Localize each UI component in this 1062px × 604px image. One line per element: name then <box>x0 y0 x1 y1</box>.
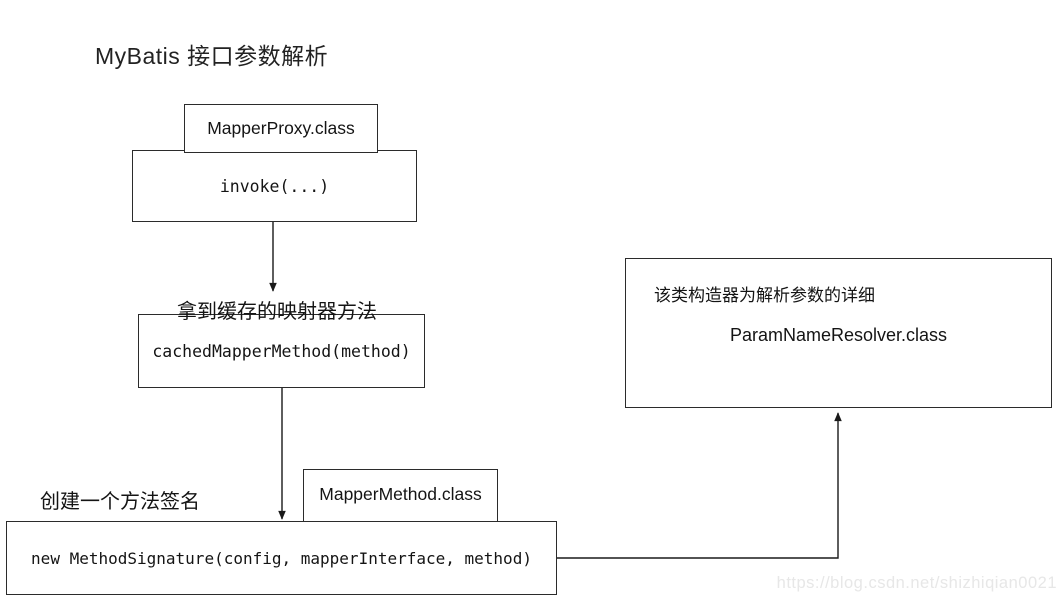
node-cached-mapper-method: cachedMapperMethod(method) <box>138 314 425 388</box>
node-method-signature: new MethodSignature(config, mapperInterf… <box>6 521 557 595</box>
node-cached-mapper-method-label: cachedMapperMethod(method) <box>152 341 411 361</box>
annotation-create-method-signature: 创建一个方法签名 <box>40 491 200 513</box>
node-mapper-method-label: MapperMethod.class <box>319 484 482 504</box>
annotation-cached-mapper-method: 拿到缓存的映射器方法 <box>177 301 377 323</box>
node-param-name-resolver: 该类构造器为解析参数的详细 ParamNameResolver.class <box>625 258 1052 408</box>
node-mapper-proxy: MapperProxy.class <box>184 104 378 153</box>
node-method-signature-label: new MethodSignature(config, mapperInterf… <box>31 548 532 568</box>
node-mapper-proxy-label: MapperProxy.class <box>207 118 355 138</box>
connector-method-signature-to-param-resolver <box>557 412 842 559</box>
watermark-url: https://blog.csdn.net/shizhiqian0021 <box>776 574 1057 592</box>
node-param-name-resolver-label: ParamNameResolver.class <box>729 325 948 345</box>
node-invoke: invoke(...) <box>132 150 417 222</box>
diagram-title: MyBatis 接口参数解析 <box>95 43 329 69</box>
node-param-name-resolver-note: 该类构造器为解析参数的详细 <box>654 286 875 305</box>
node-mapper-method: MapperMethod.class <box>303 469 498 525</box>
node-invoke-label: invoke(...) <box>219 176 330 196</box>
